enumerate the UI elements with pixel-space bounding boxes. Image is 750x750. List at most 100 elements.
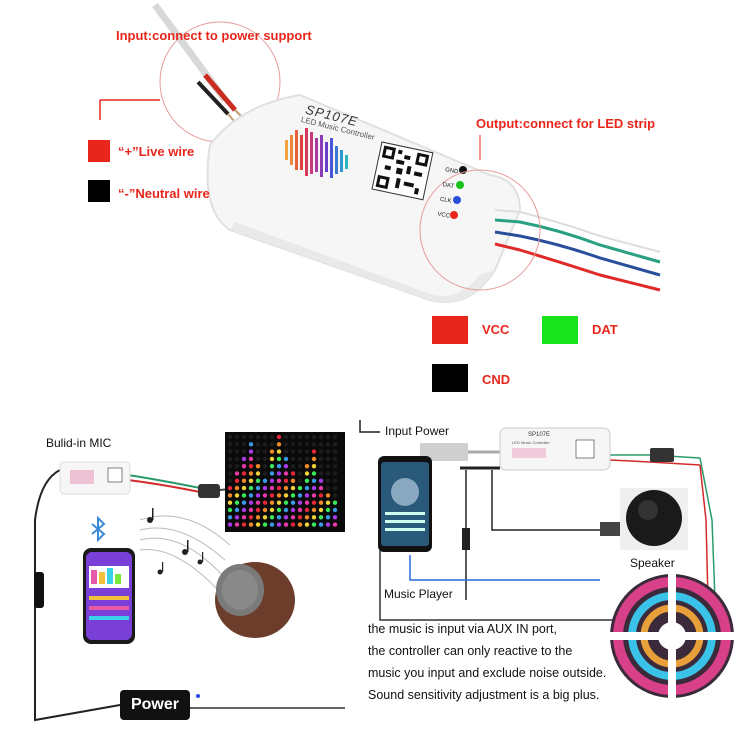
dat-label: DAT [592, 322, 618, 337]
matrix-led [241, 471, 247, 476]
matrix-led [248, 493, 254, 498]
matrix-led [290, 485, 296, 491]
matrix-led [283, 442, 289, 447]
matrix-led [332, 449, 338, 454]
matrix-led [227, 493, 233, 498]
matrix-led [241, 522, 247, 527]
matrix-led [332, 515, 338, 520]
mini-controller-left [59, 461, 131, 495]
controller-right-model: SP107E [528, 432, 551, 438]
matrix-led [248, 434, 254, 440]
matrix-led [290, 471, 296, 476]
smartphone-left [83, 548, 135, 644]
bluetooth-icon [91, 515, 106, 543]
matrix-led [241, 449, 247, 454]
matrix-led [255, 478, 261, 483]
controller-box [206, 93, 661, 303]
matrix-led [269, 456, 275, 462]
matrix-led [290, 493, 296, 498]
output-magnifier-circle [419, 169, 541, 291]
matrix-led [227, 522, 233, 527]
matrix-led [276, 456, 282, 462]
matrix-led [234, 449, 240, 454]
matrix-led [297, 515, 303, 520]
matrix-led [255, 485, 261, 491]
matrix-led [255, 500, 261, 505]
matrix-led [276, 515, 282, 520]
matrix-led [318, 471, 324, 476]
matrix-led [325, 515, 331, 520]
soundwave-graphic [285, 128, 348, 178]
gnd-swatch [432, 364, 468, 392]
matrix-led [269, 485, 275, 491]
matrix-led [332, 507, 338, 513]
matrix-led [269, 449, 275, 454]
matrix-led [241, 442, 247, 447]
matrix-led [311, 442, 317, 447]
matrix-led [276, 485, 282, 491]
matrix-led [283, 500, 289, 505]
left-wiring [34, 469, 345, 722]
matrix-led [311, 478, 317, 483]
matrix-led [318, 434, 324, 440]
matrix-led [318, 507, 324, 513]
matrix-led [227, 485, 233, 491]
matrix-led [241, 485, 247, 491]
matrix-led [241, 478, 247, 483]
neutral-wire-swatch [88, 180, 110, 202]
matrix-led [241, 434, 247, 440]
matrix-led [311, 485, 317, 491]
matrix-led [234, 500, 240, 505]
matrix-led [283, 434, 289, 440]
matrix-led [332, 442, 338, 447]
matrix-led [283, 522, 289, 527]
matrix-led [248, 485, 254, 491]
matrix-led [332, 471, 338, 476]
matrix-led [227, 515, 233, 520]
controller-right [499, 427, 611, 471]
matrix-led [283, 478, 289, 483]
matrix-led [283, 456, 289, 462]
matrix-led [248, 500, 254, 505]
matrix-led [290, 500, 296, 505]
matrix-led [248, 478, 254, 483]
matrix-led [332, 500, 338, 505]
matrix-led [248, 442, 254, 447]
matrix-led [290, 478, 296, 483]
live-wire-swatch [88, 140, 110, 162]
matrix-led [262, 515, 268, 520]
matrix-led [241, 515, 247, 520]
matrix-led [297, 500, 303, 505]
matrix-led [283, 493, 289, 498]
matrix-led [227, 464, 233, 469]
matrix-led [325, 442, 331, 447]
caption-line: the controller can only reactive to the [368, 644, 573, 658]
matrix-led [248, 522, 254, 527]
matrix-led [304, 485, 310, 491]
vcc-swatch [432, 316, 468, 344]
matrix-led [304, 507, 310, 513]
matrix-led [262, 485, 268, 491]
matrix-led [262, 507, 268, 513]
matrix-led [234, 507, 240, 513]
matrix-led [332, 485, 338, 491]
matrix-led [241, 456, 247, 462]
matrix-led [262, 493, 268, 498]
dat-swatch [542, 316, 578, 344]
matrix-led [269, 434, 275, 440]
matrix-led [241, 500, 247, 505]
wooden-speaker [215, 562, 295, 638]
matrix-led [318, 515, 324, 520]
matrix-led [297, 507, 303, 513]
music-note-icon [147, 508, 204, 575]
matrix-led [311, 493, 317, 498]
matrix-led [262, 456, 268, 462]
matrix-led [311, 507, 317, 513]
neutral-wire-label: “-”Neutral wire [118, 186, 210, 201]
matrix-led [262, 464, 268, 469]
matrix-led [311, 449, 317, 454]
matrix-led [269, 493, 275, 498]
matrix-led [332, 456, 338, 462]
gnd-label: CND [482, 372, 511, 387]
